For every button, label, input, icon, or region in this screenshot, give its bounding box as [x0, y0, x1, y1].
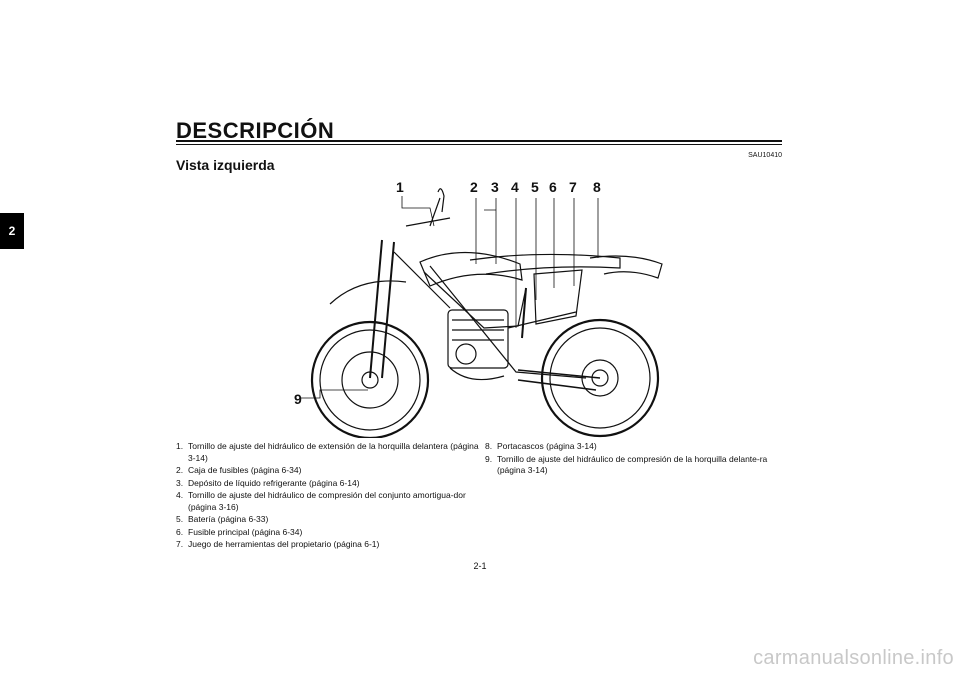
page-number: 2-1	[473, 561, 487, 571]
legend-item: 4.Tornillo de ajuste del hidráulico de c…	[176, 490, 466, 512]
legend-item: 6.Fusible principal (página 6-34)	[176, 526, 303, 537]
legend-item: 7.Juego de herramientas del propietario …	[176, 539, 380, 549]
callout-4: 4	[511, 179, 519, 195]
callout-5: 5	[531, 179, 539, 195]
callout-1: 1	[396, 179, 404, 195]
legend-item: 8.Portacascos (página 3-14)	[485, 441, 597, 451]
callout-8: 8	[593, 179, 601, 195]
callout-6: 6	[549, 179, 557, 195]
callout-2: 2	[470, 179, 478, 195]
callout-3: 3	[491, 179, 499, 195]
section-title: Vista izquierda	[176, 157, 275, 173]
legend-item: 1.Tornillo de ajuste del hidráulico de e…	[176, 441, 479, 463]
motorcycle-illustration: 1 2 3 4 5 6 7 8 9	[290, 178, 680, 438]
title-rule-thin	[176, 144, 782, 145]
legend-item: 5.Batería (página 6-33)	[176, 514, 269, 524]
reference-code: SAU10410	[748, 152, 782, 159]
watermark: carmanualsonline.info	[753, 647, 954, 669]
front-wheel	[310, 320, 430, 438]
chapter-tab: 2	[0, 213, 24, 249]
page-title: DESCRIPCIÓN	[176, 118, 335, 143]
parts-legend-left: 1.Tornillo de ajuste del hidráulico de e…	[176, 441, 482, 552]
title-rule	[176, 140, 782, 142]
callout-9: 9	[294, 391, 302, 407]
legend-item: 2.Caja de fusibles (página 6-34)	[176, 465, 302, 475]
legend-item: 9.Tornillo de ajuste del hidráulico de c…	[485, 453, 768, 476]
parts-legend-right: 8.Portacascos (página 3-14) 9.Tornillo d…	[485, 441, 785, 478]
rear-wheel	[540, 318, 660, 438]
legend-item: 3.Depósito de líquido refrigerante (pági…	[176, 477, 360, 488]
callout-7: 7	[569, 179, 577, 195]
